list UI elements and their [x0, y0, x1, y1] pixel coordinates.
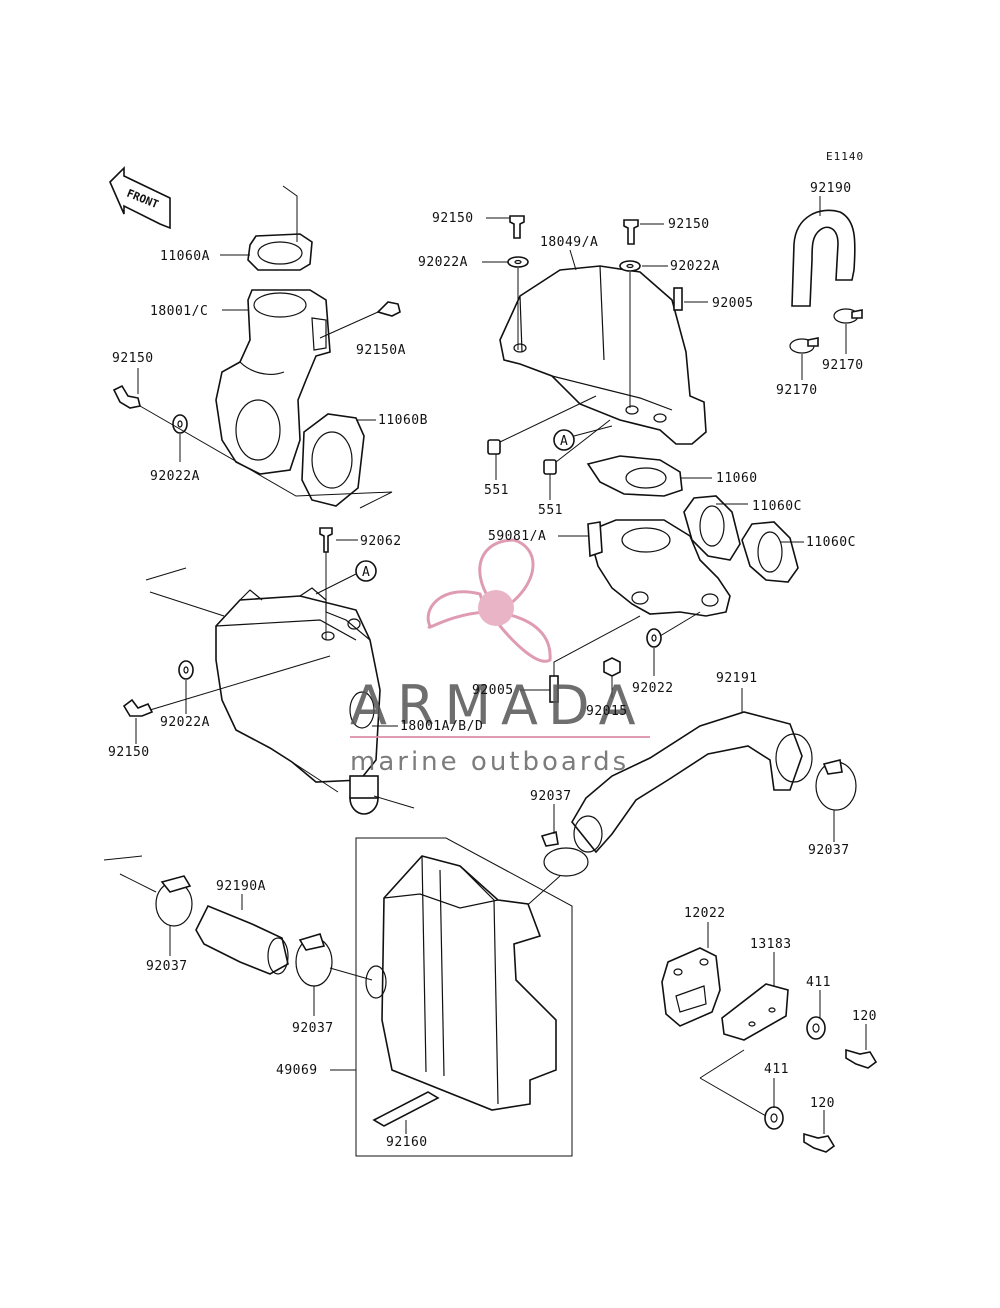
part-label-92015: 92015: [586, 704, 628, 719]
part-label-92005: 92005: [712, 296, 754, 311]
part-label-92190A: 92190A: [216, 879, 266, 894]
part-label-11060B: 11060B: [378, 413, 428, 428]
part-label-551: 551: [538, 503, 563, 518]
watermark-brand: ARMADA: [350, 674, 646, 737]
diagram-code: E1140: [826, 150, 864, 163]
armada-watermark: ARMADA marine outboards: [350, 538, 650, 777]
part-label-92160: 92160: [386, 1135, 428, 1150]
part-label-11060A: 11060A: [160, 249, 210, 264]
svg-text:A: A: [362, 565, 370, 580]
propeller-logo-icon: [426, 538, 552, 663]
part-label-92037: 92037: [808, 843, 850, 858]
part-label-92150: 92150: [108, 745, 150, 760]
part-label-13183: 13183: [750, 937, 792, 952]
bracket-parts: [661, 922, 878, 1153]
part-label-551: 551: [484, 483, 509, 498]
part-label-92170: 92170: [822, 358, 864, 373]
part-label-92150: 92150: [668, 217, 710, 232]
part-label-92037: 92037: [530, 789, 572, 804]
part-label-18001ABD: 18001A/B/D: [400, 719, 483, 734]
part-label-59081A: 59081/A: [488, 529, 546, 544]
exhaust-elbow: [520, 455, 804, 703]
part-label-92191: 92191: [716, 671, 758, 686]
part-label-92022A: 92022A: [160, 715, 210, 730]
hose-92190A: [103, 855, 373, 1016]
part-label-49069: 49069: [276, 1063, 318, 1078]
part-label-92037: 92037: [292, 1021, 334, 1036]
part-label-92170: 92170: [776, 383, 818, 398]
muffler: [330, 837, 573, 1157]
part-label-92037: 92037: [146, 959, 188, 974]
part-label-92150A: 92150A: [356, 343, 406, 358]
part-label-92150: 92150: [112, 351, 154, 366]
part-label-12022: 12022: [684, 906, 726, 921]
part-label-18001C: 18001/C: [150, 304, 208, 319]
part-label-92022A: 92022A: [670, 259, 720, 274]
part-label-11060: 11060: [716, 471, 758, 486]
part-label-92150: 92150: [432, 211, 474, 226]
part-label-92005: 92005: [472, 683, 514, 698]
hose-92190: [789, 196, 863, 380]
hose-92191: [521, 688, 857, 911]
part-label-92022: 92022: [632, 681, 674, 696]
exhaust-chamber: [122, 527, 415, 815]
part-label-92062: 92062: [360, 534, 402, 549]
part-label-120: 120: [810, 1096, 835, 1111]
part-label-18049A: 18049/A: [540, 235, 598, 250]
part-label-92022A: 92022A: [418, 255, 468, 270]
watermark-tagline: marine outboards: [350, 747, 629, 777]
part-label-11060C: 11060C: [752, 499, 802, 514]
part-label-120: 120: [852, 1009, 877, 1024]
part-label-411: 411: [764, 1062, 789, 1077]
svg-text:A: A: [560, 434, 568, 449]
part-label-11060C: 11060C: [806, 535, 856, 550]
front-arrow-icon: FRONT: [109, 166, 171, 230]
part-label-411: 411: [806, 975, 831, 990]
reference-marker-a-upper: A: [553, 429, 575, 451]
exhaust-pipe-upper: [112, 185, 401, 509]
reference-marker-a-lower: A: [315, 560, 377, 595]
part-label-92190: 92190: [810, 181, 852, 196]
exhaust-manifold: [482, 215, 708, 500]
part-labels: 11060A 18001/C 92150 92150A 92022A 11060…: [108, 181, 877, 1150]
part-label-92022A: 92022A: [150, 469, 200, 484]
